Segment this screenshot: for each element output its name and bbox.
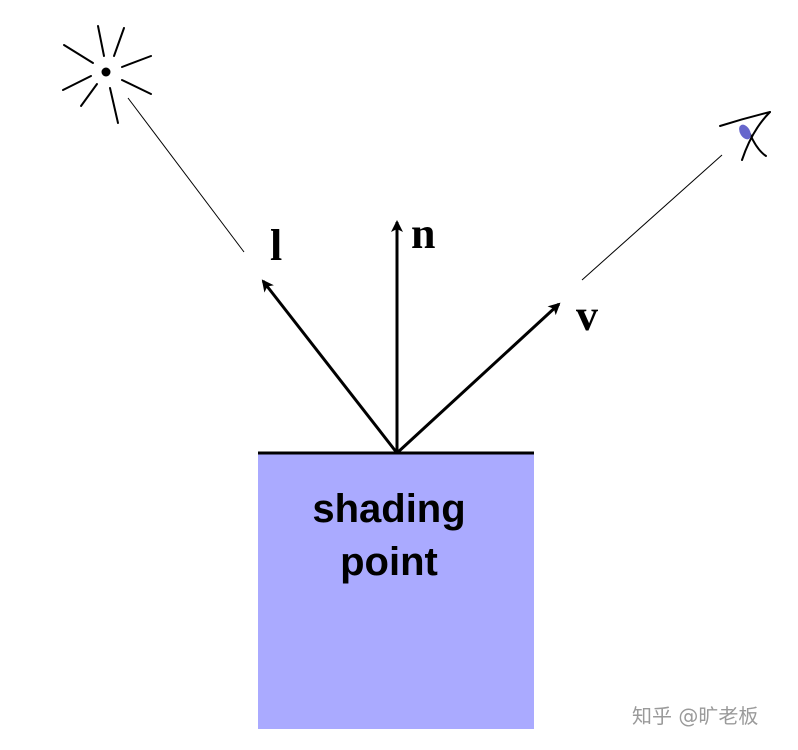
surface-label-line1: shading [312, 487, 465, 531]
sun-icon [62, 25, 152, 124]
light-vector-label: l [270, 221, 282, 270]
light-direction-guide [127, 97, 245, 253]
surface-label-line2: point [340, 540, 438, 584]
view-direction-guide [581, 154, 723, 281]
watermark-text: 知乎 @旷老板 [632, 704, 759, 728]
shading-point-surface [258, 453, 534, 729]
eye-icon [719, 111, 771, 161]
normal-vector-label: n [411, 209, 435, 258]
light-vector-arrow [261, 279, 399, 454]
view-vector-arrow [395, 302, 561, 455]
view-vector-label: v [576, 291, 598, 340]
